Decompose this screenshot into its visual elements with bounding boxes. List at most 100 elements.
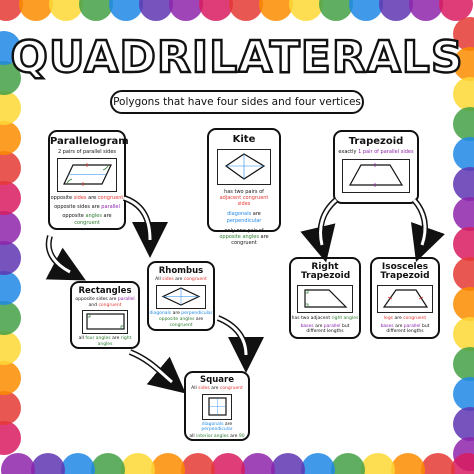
- rectangles-line-1: opposite sides are parallel and congruen…: [72, 297, 138, 308]
- watercolor-dot: [0, 271, 21, 305]
- rhombus-line-1: All sides are congruent: [149, 277, 213, 283]
- isosceles-trapezoid-line-1: legs are congruent: [372, 316, 438, 322]
- arrow-trapezoid-to-right-trapezoid: [300, 197, 339, 263]
- watercolor-dot: [49, 0, 83, 21]
- watercolor-dot: [229, 0, 263, 21]
- watercolor-dot: [181, 453, 215, 474]
- watercolor-dot: [331, 453, 365, 474]
- rectangles-title: Rectangles: [78, 286, 132, 296]
- square-title: Square: [200, 375, 234, 385]
- parallelogram-figure: [57, 157, 117, 192]
- text-segment: congruent: [74, 219, 100, 226]
- right-trapezoid-line-1: has two adjacent right angles: [291, 316, 359, 322]
- text-segment: congruent: [219, 385, 243, 391]
- trapezoid-title: Trapezoid: [348, 136, 404, 147]
- watercolor-dot: [0, 61, 21, 95]
- watercolor-dot: [409, 0, 443, 21]
- rhombus-card: Rhombus All sides are congruent diagonal…: [147, 261, 215, 331]
- text-segment: parallel: [403, 323, 421, 329]
- watercolor-dot: [241, 453, 275, 474]
- text-segment: are: [171, 310, 182, 316]
- isosceles-trapezoid-line-2: bases are parallel but different lengths: [372, 324, 438, 335]
- watercolor-dot: [453, 317, 474, 351]
- parallelogram-line-3: opposite sides are parallel: [50, 204, 124, 210]
- text-segment: sides: [73, 194, 87, 201]
- text-segment: are: [194, 317, 204, 323]
- text-segment: bases: [380, 323, 394, 329]
- text-segment: congruent: [183, 276, 207, 282]
- text-segment: opposite: [50, 194, 74, 201]
- parallelogram-card: Parallelogram 2 pairs of parallel sides …: [48, 130, 129, 230]
- parallelogram-line-1: 2 pairs of parallel sides: [50, 149, 124, 155]
- watercolor-dot: [453, 407, 474, 441]
- watercolor-dot: [0, 31, 21, 65]
- watercolor-dot: [0, 151, 21, 185]
- text-segment: interior angles: [196, 433, 229, 439]
- watercolor-dot: [453, 377, 474, 411]
- watercolor-dot: [0, 121, 21, 155]
- text-segment: parallel: [101, 204, 120, 210]
- text-segment: are: [313, 323, 324, 329]
- text-segment: 2 pairs of parallel sides: [57, 148, 117, 155]
- watercolor-dot: [0, 301, 21, 335]
- watercolor-dot: [453, 287, 474, 321]
- rectangles-line-2: all four angles are right angles: [72, 336, 138, 347]
- text-segment: all: [189, 433, 197, 439]
- text-segment: congruent: [97, 194, 124, 201]
- kite-shape: [224, 152, 265, 180]
- watercolor-dot: [0, 91, 21, 125]
- right-trapezoid-title: Right Trapezoid: [301, 262, 351, 282]
- text-segment: right angles: [331, 315, 359, 321]
- text-segment: opposite: [62, 213, 86, 220]
- text-segment: has two pairs of: [224, 188, 264, 195]
- text-segment: opposite angles: [158, 317, 195, 323]
- watercolor-dot: [361, 453, 395, 474]
- trapezoid-shape: [348, 162, 403, 187]
- rectangles-card: Rectangles opposite sides are parallel a…: [70, 281, 140, 349]
- right-trapezoid-figure: [297, 284, 353, 313]
- text-segment: exactly: [338, 148, 359, 155]
- watercolor-dot: [0, 361, 21, 395]
- text-segment: 90: [238, 433, 245, 439]
- right-trapezoid-shape: [303, 289, 347, 308]
- trapezoid-line-1: exactly 1 pair of parallel sides: [335, 149, 417, 155]
- watercolor-dot: [289, 0, 323, 21]
- parallelogram-shape: [62, 162, 112, 186]
- text-segment: diagonals: [201, 421, 224, 427]
- text-segment: are: [86, 194, 98, 201]
- watercolor-dot: [451, 453, 474, 474]
- text-segment: all: [78, 336, 86, 342]
- text-segment: perpendicular: [181, 310, 213, 316]
- watercolor-dot: [453, 227, 474, 261]
- text-segment: parallel: [323, 323, 341, 329]
- watercolor-dot: [1, 453, 35, 474]
- rhombus-shape: [161, 286, 200, 306]
- square-shape: [207, 396, 227, 416]
- arrow-parallelogram-to-rhombus: [122, 195, 168, 258]
- watercolor-dot: [259, 0, 293, 21]
- watercolor-dot: [453, 137, 474, 171]
- isosceles-trapezoid-card: Isosceles Trapezoid legs are congruent b…: [370, 257, 440, 339]
- text-segment: are: [223, 421, 233, 427]
- rectangle-shape: [85, 313, 125, 330]
- text-segment: but different lengths: [386, 323, 430, 335]
- text-segment: but different lengths: [306, 323, 350, 335]
- text-segment: congruent: [403, 315, 427, 321]
- text-segment: only one pair of: [224, 227, 264, 234]
- text-segment: perpendicular: [201, 427, 233, 433]
- kite-line-3: only one pair of opposite angles are con…: [209, 228, 279, 247]
- text-segment: are: [393, 323, 404, 329]
- watercolor-dot: [421, 453, 455, 474]
- arrow-trapezoid-to-isosceles-trapezoid: [411, 197, 445, 262]
- watercolor-dot: [121, 453, 155, 474]
- kite-line-1: has two pairs of adjacent congruent side…: [209, 189, 279, 208]
- kite-card: Kite has two pairs of adjacent congruent…: [207, 128, 281, 246]
- watercolor-dot: [199, 0, 233, 21]
- text-segment: All: [155, 276, 163, 282]
- isosceles-trapezoid-figure: [377, 284, 433, 313]
- watercolor-dot: [169, 0, 203, 21]
- watercolor-dot: [439, 0, 473, 21]
- watercolor-dot: [109, 0, 143, 21]
- watercolor-dot: [91, 453, 125, 474]
- text-segment: congruent: [98, 302, 122, 308]
